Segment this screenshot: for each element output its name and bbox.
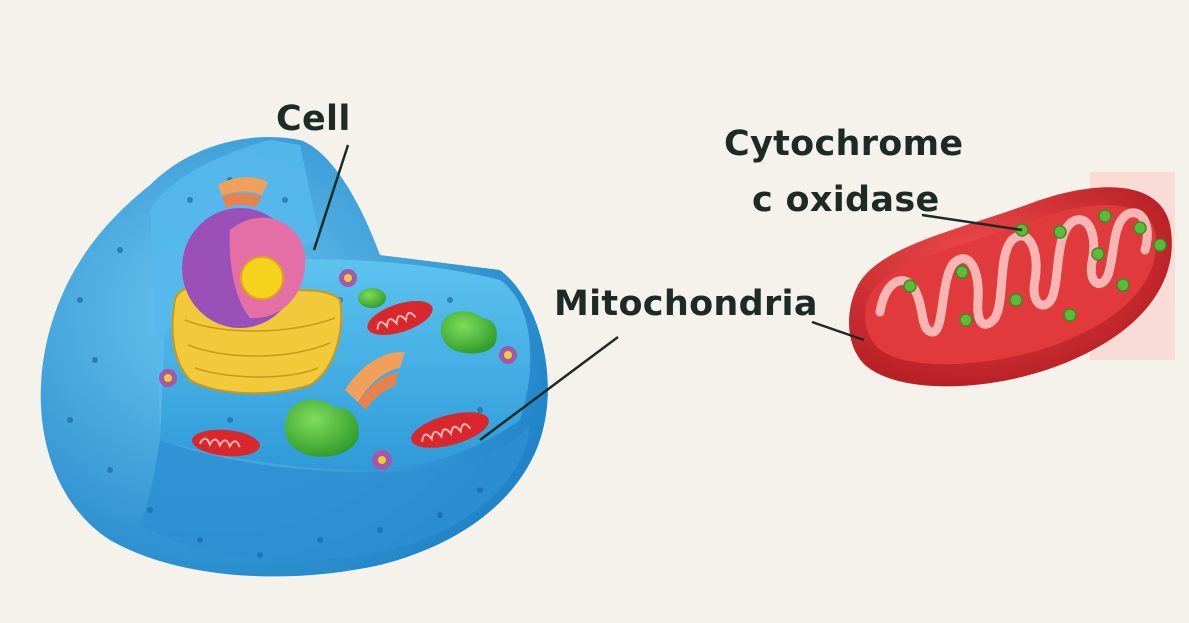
cristae (875, 208, 1152, 337)
green-organelle-2 (440, 311, 497, 354)
animal-cell (40, 137, 548, 577)
green-organelle-3 (358, 288, 386, 308)
cytochrome-label-line1: Cytochrome (724, 124, 964, 164)
cell-label: Cell (276, 99, 351, 139)
membrane-pores (67, 177, 483, 558)
cut-away-wall (150, 140, 320, 430)
golgi-apparatus (218, 177, 268, 208)
cell-mitochondrion-1 (367, 301, 433, 335)
cell-mitochondrion-2 (411, 412, 489, 448)
cytochrome-leader (921, 213, 1023, 232)
cell-mitochondrion-3 (192, 429, 260, 457)
mitochondria-right-leader (811, 320, 865, 342)
envelope-texture (184, 317, 336, 378)
mitochondria-leader (479, 335, 619, 442)
cytochrome-label-line2: c oxidase (752, 180, 940, 220)
cell-leader (312, 144, 350, 251)
nucleolus (240, 256, 284, 300)
green-organelle-1 (284, 399, 359, 457)
membrane-rim (140, 425, 530, 561)
mitochondrion-detail (848, 172, 1175, 387)
mitochondria-label: Mitochondria (554, 284, 818, 324)
cytochrome-c-oxidase-dots (903, 209, 1167, 327)
golgi-apparatus-2 (345, 351, 405, 410)
leader-lines (312, 144, 1023, 442)
vesicles (159, 269, 517, 470)
